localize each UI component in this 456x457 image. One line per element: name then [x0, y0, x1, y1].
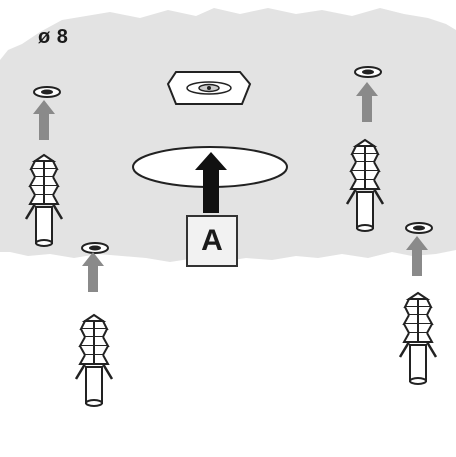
ceiling-mount-plate-icon: [166, 71, 252, 105]
wall-anchor-plug-icon: [398, 291, 438, 386]
drill-hole-icon: [354, 66, 382, 78]
part-label-box: A: [186, 215, 238, 267]
drill-hole-icon: [405, 222, 433, 234]
up-arrow-icon: [82, 252, 104, 292]
ceiling-surface-shape: [0, 8, 456, 262]
up-arrow-icon: [195, 152, 227, 213]
part-label-text: A: [201, 224, 223, 257]
drill-hole-icon: [33, 86, 61, 98]
drill-diameter-label: ø 8: [38, 26, 69, 48]
wall-anchor-plug-icon: [74, 313, 114, 408]
drill-hole-icon: [81, 242, 109, 254]
